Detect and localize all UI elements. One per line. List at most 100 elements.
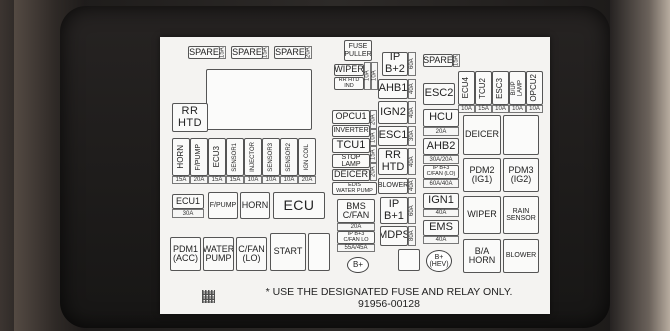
fpump-fuse: F/PUMP	[190, 138, 208, 176]
opcu1-fuse: OPCU1	[332, 110, 370, 124]
sensor1-fuse-label: SENSOR1	[231, 142, 238, 172]
ecu4-amp: 10A	[458, 105, 475, 113]
spare-fuse-2: SPARE	[231, 46, 263, 59]
deicer-relay: DEICER	[463, 115, 501, 155]
ems-amp: 40A	[423, 236, 459, 244]
edis-water-pump-fuse: EDIS WATER PUMP	[332, 182, 377, 195]
fuse-relay-label: SPARE 15A SPARE 15A SPARE 20A FUSE PULLE…	[160, 37, 550, 314]
rr-htd-ind-fuse: RR HTD IND	[334, 77, 364, 90]
footer-notice: * USE THE DESIGNATED FUSE AND RELAY ONLY…	[234, 286, 544, 310]
sensor2-fuse-label: SENSOR2	[285, 142, 292, 172]
ecu3-fuse-label: ECU3	[211, 146, 221, 168]
ip-b1-amp: 60A	[408, 197, 416, 224]
ign1-amp: 40A	[423, 209, 459, 217]
rr-htd-2-amp: 40A	[408, 148, 416, 175]
ip-b2-fuse: IP B+2	[382, 52, 408, 76]
sensor3-fuse-label: SENSOR3	[267, 142, 274, 172]
blank-relay-right	[503, 115, 539, 155]
spare-fuse-3: SPARE	[274, 46, 306, 59]
esc3-fuse: ESC3	[492, 71, 509, 105]
rr-htd-relay: RR HTD	[172, 103, 208, 132]
pdm3-relay: PDM3 (IG2)	[503, 158, 539, 192]
mdps-amp: 80A	[408, 226, 416, 246]
opcu1-amp: 20A	[370, 110, 377, 129]
rr-htd-fuse-2: RR HTD	[378, 148, 408, 175]
fpump-fuse-label: F/PUMP	[195, 143, 203, 171]
bms-cfan-amp: 20A	[337, 223, 375, 231]
ign-coil-fuse-amp: 20A	[298, 176, 316, 184]
ign2-amp: 40A	[408, 101, 416, 124]
opcu2-label: OPCU2	[529, 74, 539, 102]
sensor3-fuse: SENSOR3	[262, 138, 280, 176]
sensor3-fuse-amp: 10A	[262, 176, 280, 184]
qr-code-icon	[202, 290, 215, 303]
esc1-fuse: ESC1	[378, 126, 408, 146]
wiper-fuse-amp-1: 10A	[364, 62, 371, 90]
ip-b1-fuse: IP B+1	[380, 197, 408, 224]
esc1-amp: 30A	[408, 126, 416, 146]
ecu-relay: ECU	[273, 192, 325, 219]
tcu2-fuse: TCU2	[475, 71, 492, 105]
ahb1-fuse: AHB1	[378, 79, 408, 99]
ip-b3-cfan-lo-fuse-2: IP B+3 C/FAN LO	[337, 231, 375, 244]
terminal-slot	[398, 249, 420, 271]
horn-fuse-amp: 15A	[172, 176, 190, 184]
ip-b2-fuse-amp: 60A	[408, 52, 416, 76]
fpump-fuse-amp: 20A	[190, 176, 208, 184]
tcu1-fuse: TCU1	[332, 138, 370, 153]
ecu3-fuse-amp: 15A	[208, 176, 226, 184]
esc2-fuse: ESC2	[423, 83, 455, 105]
ip-b3-cfan-lo-2-amp: 55A/45A	[337, 244, 375, 252]
stop-lamp-fuse: STOP LAMP	[332, 154, 370, 168]
ecu4-label: ECU4	[461, 77, 471, 99]
ahb2-amp: 30A/20A	[423, 155, 459, 164]
bup-lamp-label: B/UP LAMP	[511, 79, 524, 97]
deicer-fuse-mid: DEICER	[332, 169, 370, 181]
horn-fuse: HORN	[172, 138, 190, 176]
spare-fuse-right: SPARE	[423, 54, 453, 67]
blower-relay: BLOWER	[503, 239, 539, 273]
wiper-fuse: WIPER	[334, 64, 364, 76]
b-plus-terminal: B+	[347, 257, 369, 273]
esc3-amp: 10A	[492, 105, 509, 113]
rain-sensor-relay: RAIN SENSOR	[503, 196, 539, 234]
ign1-fuse: IGN1	[423, 193, 459, 209]
ign-coil-fuse: IGN COIL	[298, 138, 316, 176]
esc3-label: ESC3	[495, 77, 505, 99]
bup-lamp-fuse: B/UP LAMP	[509, 71, 526, 105]
ecu1-amp: 30A	[172, 209, 204, 218]
ba-horn-relay: B/A HORN	[463, 239, 501, 273]
spare-fuse-right-amp: 15A	[453, 54, 460, 67]
footer-warning: * USE THE DESIGNATED FUSE AND RELAY ONLY…	[265, 286, 513, 298]
blower-fuse: BLOWER	[378, 178, 408, 194]
ahb2-fuse: AHB2	[423, 138, 459, 155]
horn-relay: HORN	[240, 192, 270, 219]
spare-fuse-2-amp: 15A	[262, 46, 269, 59]
inverter-amp: 10A	[370, 129, 377, 146]
tcu1-amp: 15A	[370, 146, 377, 163]
tcu2-amp: 15A	[475, 105, 492, 113]
tcu2-label: TCU2	[478, 77, 488, 99]
fuse-puller: FUSE PULLER	[344, 40, 372, 61]
wiper-relay: WIPER	[463, 196, 501, 234]
wiper-fuse-amp-2: 10A	[371, 62, 378, 90]
water-pump-relay: WATER PUMP	[203, 237, 234, 271]
injector-fuse-label: INJECTOR	[249, 142, 256, 172]
ecu1-fuse: ECU1	[172, 194, 204, 209]
injector-fuse-amp: 10A	[244, 176, 262, 184]
ems-fuse: EMS	[423, 220, 459, 236]
sensor1-fuse: SENSOR1	[226, 138, 244, 176]
bms-cfan-fuse: BMS C/FAN	[337, 199, 375, 223]
sensor1-fuse-amp: 15A	[226, 176, 244, 184]
opcu2-fuse: OPCU2	[526, 71, 543, 105]
spare-fuse-1: SPARE	[188, 46, 220, 59]
hcu-fuse: HCU	[423, 109, 459, 127]
ip-b3-cfan-lo-amp: 60A/40A	[423, 179, 459, 188]
spare-fuse-3-amp: 20A	[305, 46, 312, 59]
pdm1-relay: PDM1 (ACC)	[170, 237, 201, 271]
sensor2-fuse-amp: 10A	[280, 176, 298, 184]
ecu4-fuse: ECU4	[458, 71, 475, 105]
blank-relay-bottom	[308, 233, 330, 271]
stop-lamp-amp: 20A	[370, 163, 377, 181]
part-number: 91956-00128	[358, 298, 420, 311]
